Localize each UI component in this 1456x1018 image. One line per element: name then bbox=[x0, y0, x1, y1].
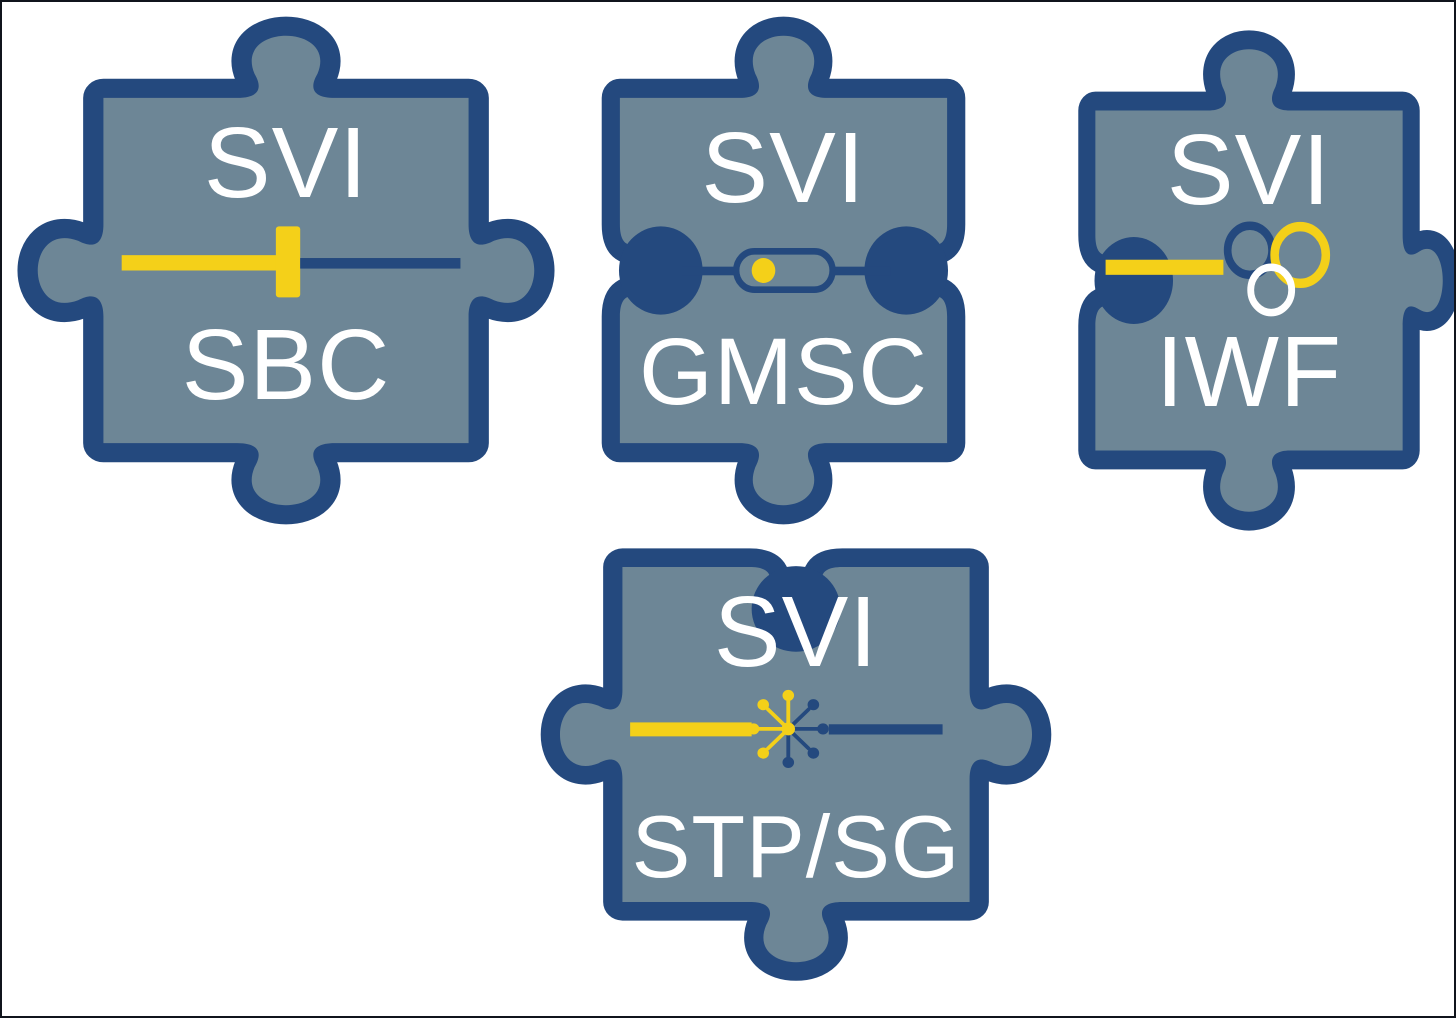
navy-line-left bbox=[681, 266, 739, 276]
puzzle-shape-gmsc bbox=[601, 16, 966, 525]
puzzle-piece-stpsg: SVI STP/SG bbox=[526, 474, 1066, 995]
piece-bottom-label: STP/SG bbox=[631, 797, 961, 896]
pill-connector-icon bbox=[681, 247, 891, 294]
puzzle-body bbox=[619, 35, 948, 506]
yellow-t-bar bbox=[275, 226, 301, 298]
yellow-branch-dots bbox=[747, 689, 796, 759]
yellow-line bbox=[1105, 259, 1224, 275]
puzzle-piece-iwf: SVI IWF bbox=[1010, 16, 1454, 545]
left-notch-plug bbox=[618, 226, 703, 315]
pill-outline bbox=[733, 247, 836, 294]
piece-bottom-label: SBC bbox=[181, 309, 391, 421]
puzzle-piece-sbc: SVI SBC bbox=[2, 2, 570, 539]
piece-top-label: SVI bbox=[203, 107, 369, 219]
top-notch-plug bbox=[751, 566, 841, 652]
yellow-dot bbox=[751, 258, 776, 283]
navy-line-right bbox=[832, 266, 891, 276]
puzzle-shape-stpsg bbox=[540, 548, 1052, 981]
left-notch-plug bbox=[1094, 237, 1174, 324]
navy-line bbox=[828, 724, 943, 735]
right-notch-plug bbox=[864, 226, 949, 315]
puzzle-shape-sbc bbox=[17, 16, 555, 525]
piece-bottom-label: GMSC bbox=[639, 319, 928, 425]
white-ring bbox=[1247, 263, 1296, 317]
puzzle-shape-iwf bbox=[1078, 30, 1454, 531]
puzzle-body bbox=[559, 567, 1033, 963]
piece-bottom-label: IWF bbox=[1155, 316, 1343, 428]
piece-top-label: SVI bbox=[701, 112, 866, 224]
puzzle-piece-gmsc: SVI GMSC bbox=[529, 2, 1038, 539]
yellow-ring bbox=[1270, 221, 1331, 289]
straight-t-connector-icon bbox=[121, 226, 461, 298]
piece-top-label: SVI bbox=[713, 576, 879, 688]
navy-branch-dots bbox=[782, 699, 829, 768]
puzzle-body bbox=[1095, 49, 1443, 512]
piece-top-label: SVI bbox=[1166, 114, 1332, 226]
yellow-line bbox=[630, 722, 752, 737]
navy-line bbox=[300, 258, 461, 269]
interlocking-rings-icon bbox=[1105, 221, 1331, 317]
yellow-line bbox=[121, 255, 282, 271]
branching-connector-icon bbox=[630, 689, 943, 768]
